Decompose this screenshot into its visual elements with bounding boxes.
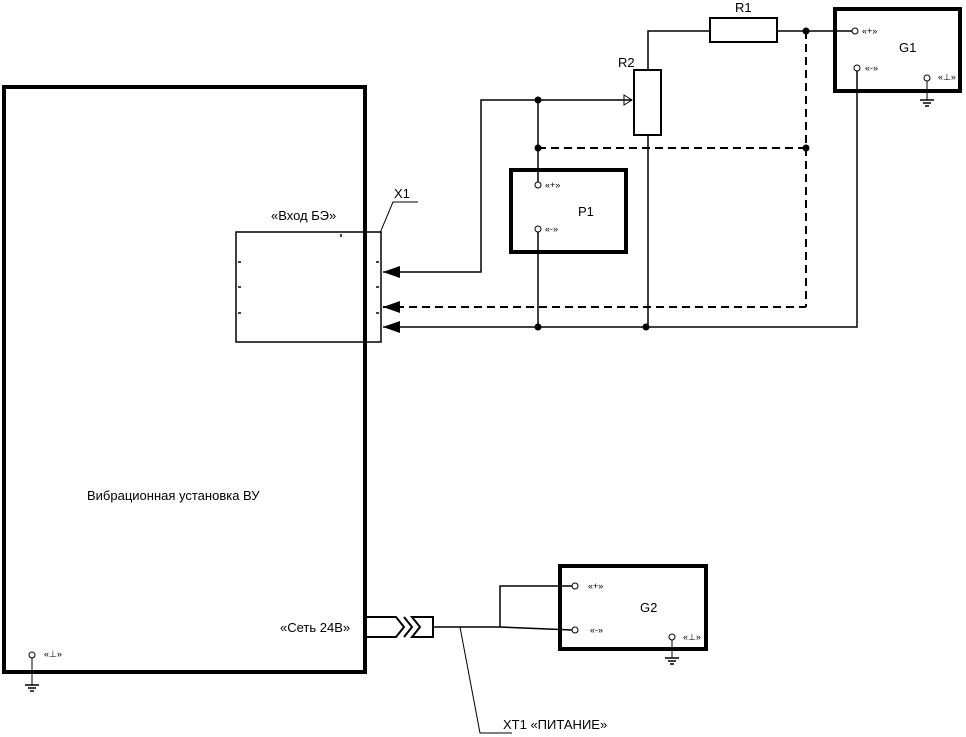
vu-ground-terminal (28, 651, 36, 659)
arrow-dashed-icon (383, 301, 400, 313)
p1-meter-box (509, 168, 628, 254)
arrow-wiper-icon (383, 266, 400, 278)
arrow-return-icon (383, 321, 400, 333)
cable-label: ХТ1 «ПИТАНИЕ» (503, 717, 607, 732)
power-plug-icon (365, 616, 434, 638)
wiper-arrow-icon (623, 94, 633, 106)
g2-ref: G2 (640, 600, 657, 615)
power-input-label: «Сеть 24В» (280, 620, 350, 635)
wire-common-return (383, 68, 858, 328)
g1-minus-terminal (853, 64, 861, 72)
junction-return-p1 (534, 323, 542, 331)
p1-minus-label: «-» (545, 224, 558, 234)
g1-ref: G1 (899, 40, 916, 55)
junction-dashed (802, 144, 810, 152)
g2-minus-terminal (571, 626, 579, 634)
g2-ground-terminal (668, 633, 676, 641)
p1-plus-terminal (534, 181, 542, 189)
r1-resistor (709, 17, 778, 43)
g1-ground-icon (920, 81, 934, 107)
r2-ref: R2 (618, 55, 635, 70)
g2-power-supply-box (558, 564, 708, 651)
x1-ref: X1 (394, 186, 410, 201)
junction-return-r2 (642, 323, 650, 331)
p1-ref: P1 (578, 204, 594, 219)
x1-leader-line (379, 201, 418, 234)
g2-ground-icon (665, 640, 679, 665)
g2-plus-terminal (571, 582, 579, 590)
x1-input-label: «Вход БЭ» (271, 208, 336, 223)
g2-minus-label: «-» (590, 625, 603, 635)
vu-label: Вибрационная установка ВУ (87, 488, 260, 503)
g2-plus-label: «+» (588, 581, 603, 591)
wire-r2-r1 (647, 30, 710, 70)
g1-plus-label: «+» (862, 26, 877, 36)
vu-box (2, 85, 367, 674)
wire-g2-plus (499, 585, 572, 627)
vu-ground-icon (25, 658, 39, 692)
cable-leader-line (459, 626, 512, 734)
g1-generator-box (833, 7, 962, 93)
g1-ground-label: «⊥» (938, 72, 956, 82)
r1-ref: R1 (735, 0, 752, 15)
g1-ground-terminal (923, 74, 931, 82)
g2-ground-label: «⊥» (683, 632, 701, 642)
r2-potentiometer (633, 69, 662, 136)
g1-minus-label: «-» (865, 63, 878, 73)
wire-x1-wiper (383, 99, 632, 273)
p1-plus-label: «+» (545, 180, 560, 190)
x1-pin-ticks (238, 234, 379, 314)
vu-ground-label: «⊥» (44, 649, 62, 659)
g1-plus-terminal (851, 27, 859, 35)
x1-connector-block (235, 231, 382, 343)
p1-minus-terminal (534, 225, 542, 233)
